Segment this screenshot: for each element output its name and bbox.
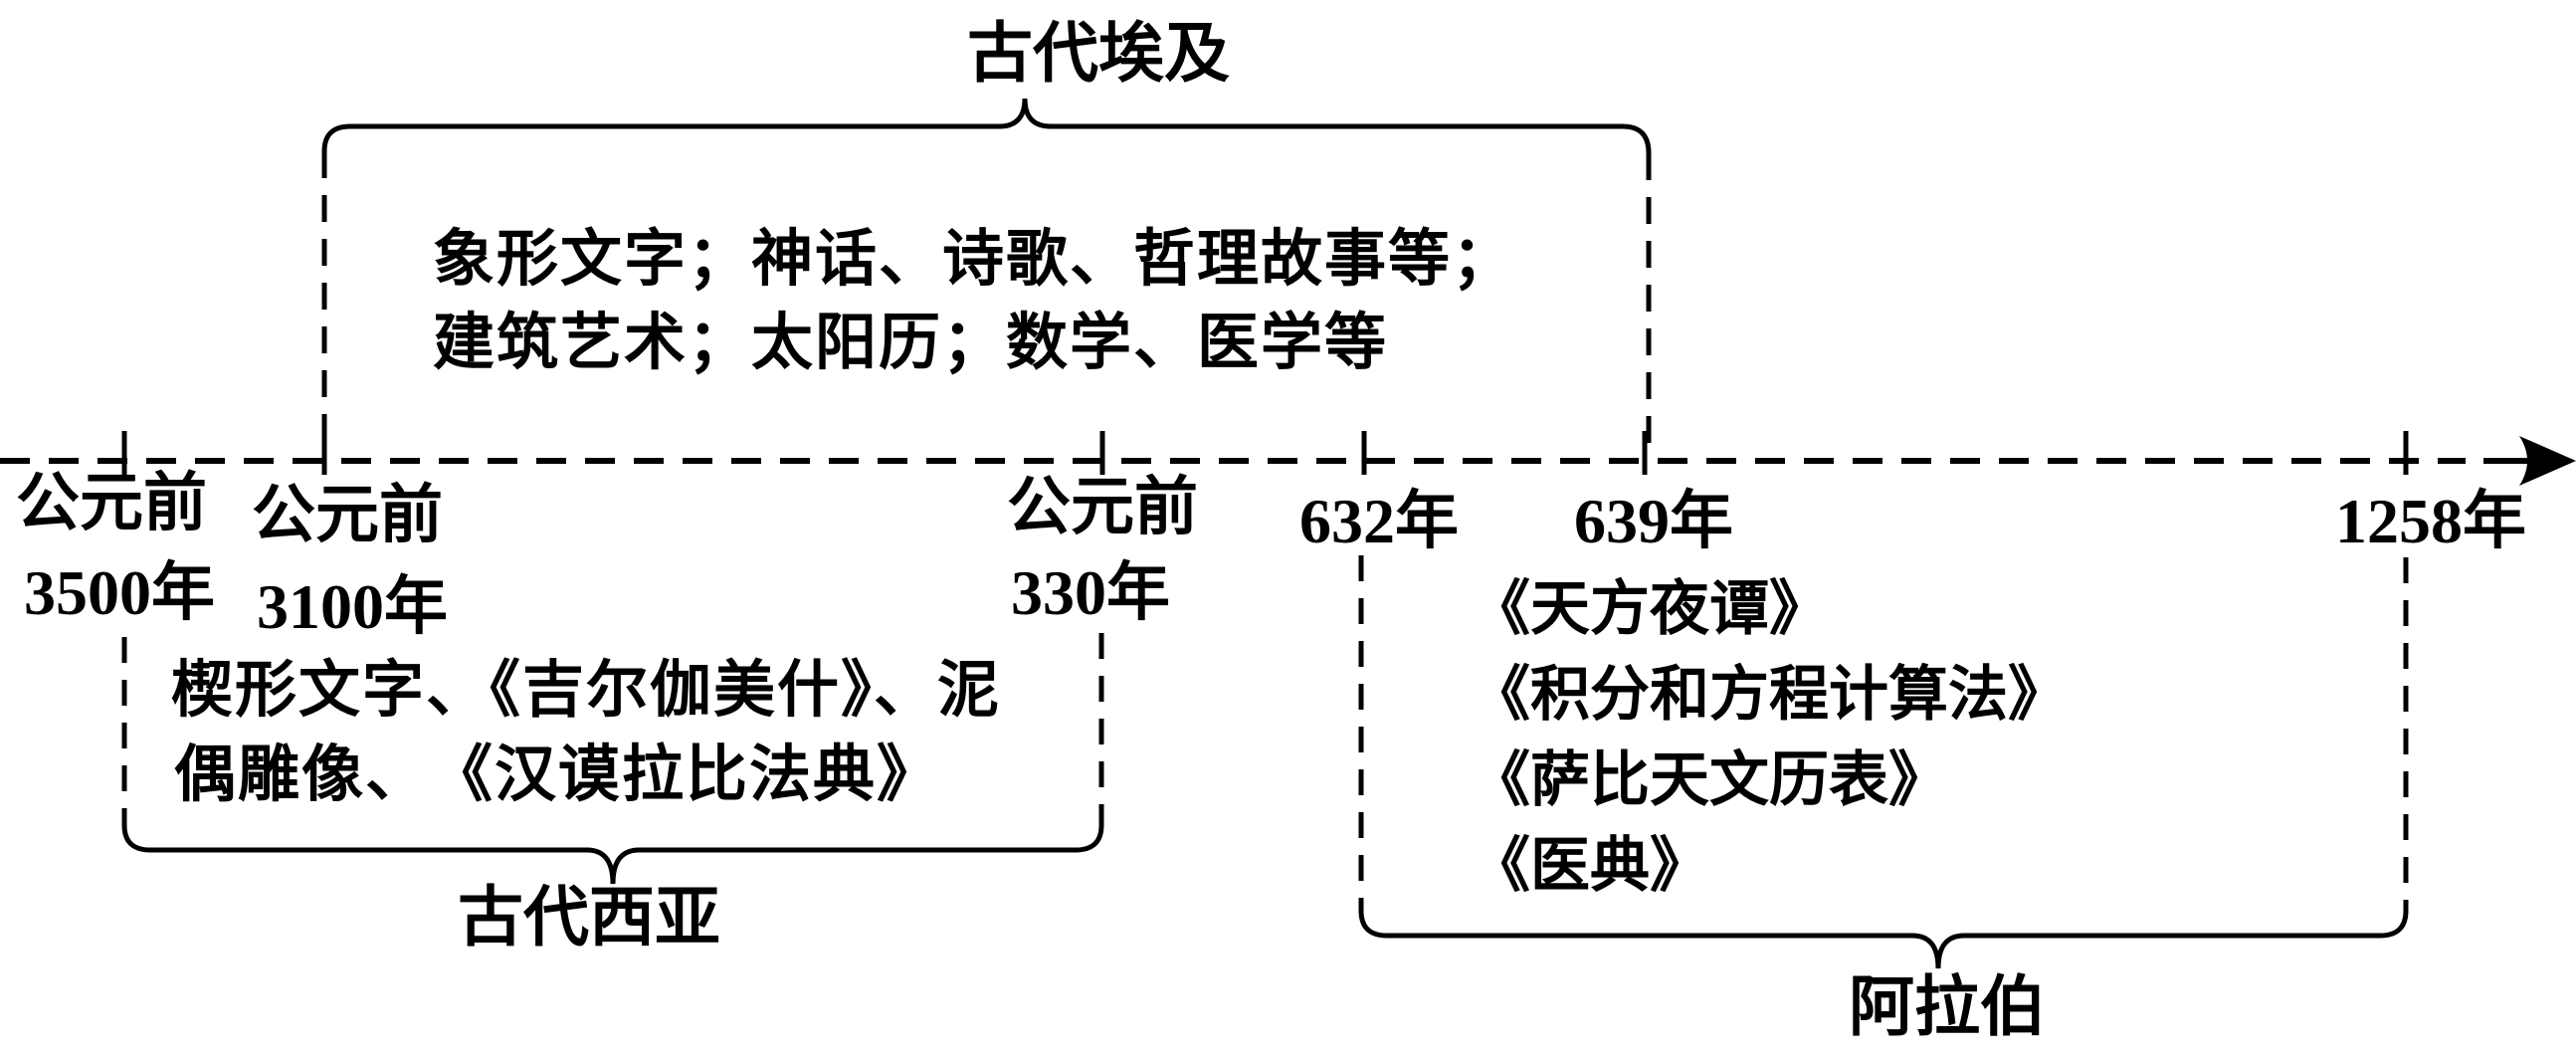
timeline-arrow-icon	[2519, 436, 2576, 486]
tick-label-bc3100-line1: 公元前	[252, 480, 443, 550]
west-asia-content-line1: 楔形文字、《吉尔伽美什》、泥	[171, 657, 1002, 725]
arab-brace	[1358, 910, 2409, 969]
egypt-brace	[321, 98, 1652, 154]
arab-book-1: 《天方夜谭》	[1471, 576, 1829, 642]
tick-label-1258: 1258年	[2335, 486, 2526, 556]
arab-book-4: 《医典》	[1471, 833, 1709, 899]
tick-label-639: 639年	[1574, 486, 1733, 556]
arab-label: 阿拉伯	[1849, 971, 2046, 1044]
tick-label-bc3500-line2: 3500年	[24, 557, 215, 628]
west-asia-content-line2: 偶雕像、 《汉谟拉比法典》	[174, 742, 941, 809]
tick-label-632: 632年	[1299, 486, 1459, 556]
west-asia-brace	[121, 824, 1104, 885]
tick-label-bc330-line2: 330年	[1011, 557, 1170, 628]
tick-label-bc3500-line1: 公元前	[16, 468, 207, 538]
arab-book-3: 《萨比天文历表》	[1471, 747, 1948, 813]
west-asia-label: 古代西亚	[458, 882, 720, 954]
arab-book-2: 《积分和方程计算法》	[1471, 662, 2068, 728]
tick-label-bc3100-line2: 3100年	[257, 571, 448, 642]
egypt-label: 古代埃及	[967, 18, 1230, 91]
egypt-content-line2: 建筑艺术；太阳历；数学、医学等	[433, 310, 1389, 377]
tick-label-bc330-line1: 公元前	[1007, 472, 1198, 542]
egypt-content-line1: 象形文字；神话、诗歌、哲理故事等；	[433, 226, 1516, 294]
